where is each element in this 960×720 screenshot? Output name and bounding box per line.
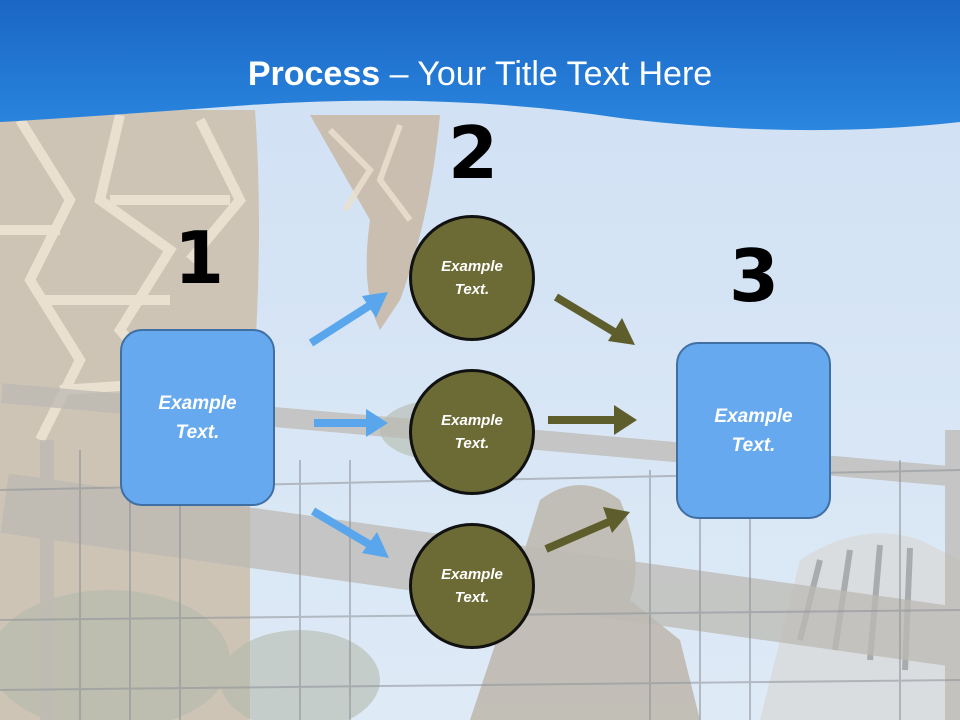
arrow-bottom-to-3 xyxy=(544,507,630,553)
step-2-circle-middle: Example Text. xyxy=(409,369,535,495)
step-1-box: Example Text. xyxy=(120,329,275,506)
step-2-circle-top: Example Text. xyxy=(409,215,535,341)
giraffe-neck xyxy=(310,115,440,330)
circle-middle-label: Example Text. xyxy=(441,412,503,452)
arrow-1-to-top xyxy=(308,292,388,347)
title-bold: Process xyxy=(247,55,381,93)
arrow-1-to-bottom xyxy=(310,507,389,558)
step-number-3: 3 xyxy=(728,234,780,318)
step-1-label: Example Text. xyxy=(158,392,237,443)
title-rest: – Your Title Text Here xyxy=(380,55,713,93)
arrow-top-to-3 xyxy=(553,293,635,345)
header-banner xyxy=(0,0,960,131)
step-number-1: 1 xyxy=(173,216,225,300)
slide-title: Process – Your Title Text Here xyxy=(0,52,960,96)
circle-top-label: Example Text. xyxy=(441,258,503,298)
step-3-box: Example Text. xyxy=(676,342,831,519)
arrow-middle-to-3 xyxy=(548,405,637,435)
circle-bottom-label: Example Text. xyxy=(441,566,503,606)
step-2-circle-bottom: Example Text. xyxy=(409,523,535,649)
step-3-label: Example Text. xyxy=(714,405,793,456)
arrow-1-to-middle xyxy=(314,409,388,437)
step-number-2: 2 xyxy=(447,111,499,195)
